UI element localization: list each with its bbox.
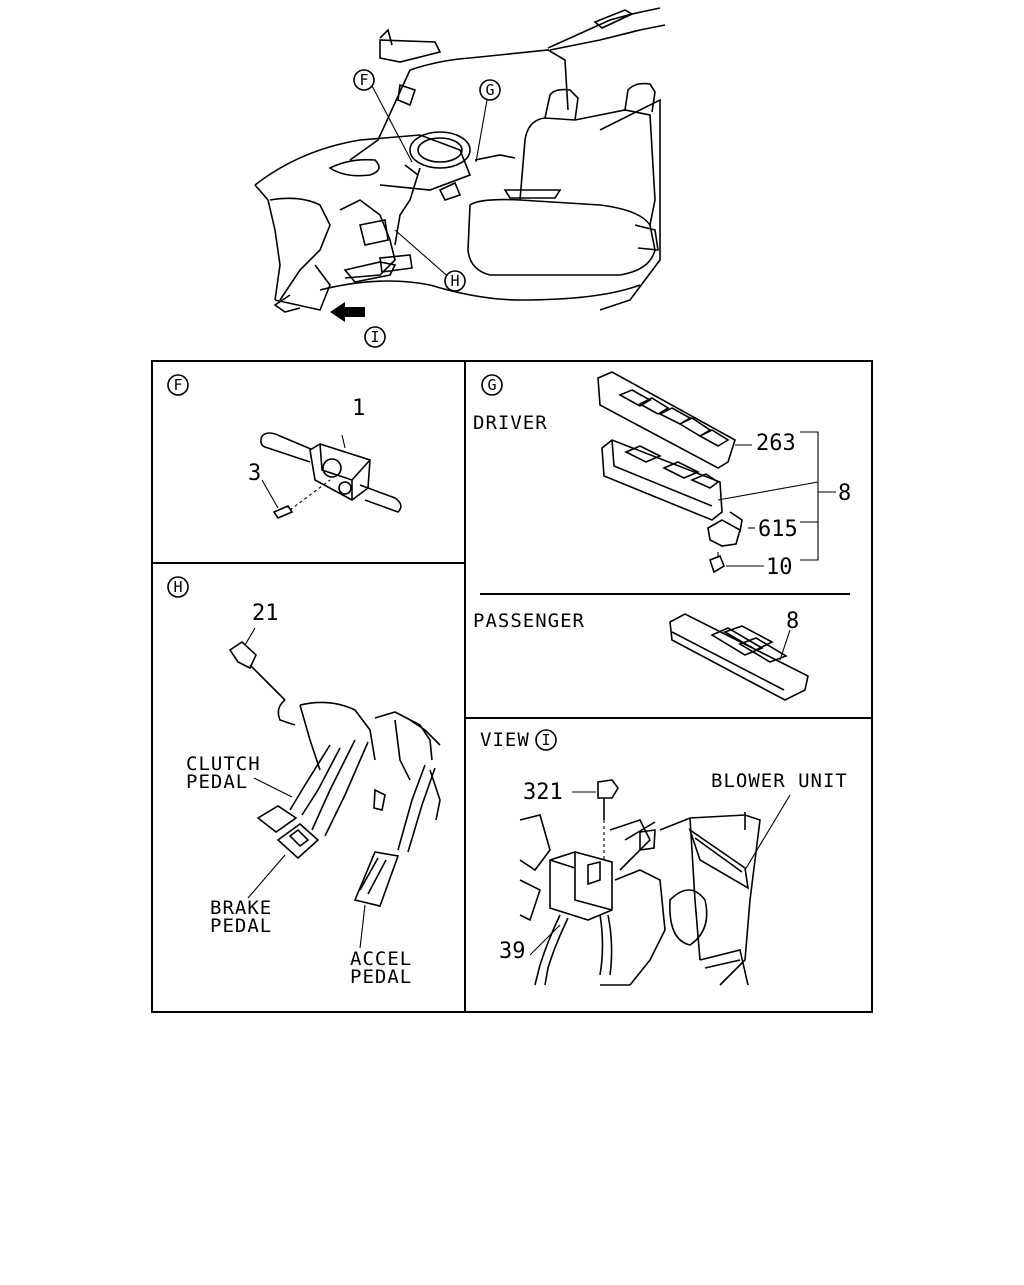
panel-h-tag: H — [173, 578, 182, 596]
combination-switch-drawing — [260, 432, 402, 519]
passenger-label: PASSENGER — [473, 610, 585, 632]
part-number-263: 263 — [756, 431, 796, 456]
pedal-assembly-drawing — [228, 627, 441, 949]
driver-window-switch-drawing — [597, 371, 836, 574]
view-tag: I — [541, 731, 550, 749]
panel-f-tag: F — [173, 376, 182, 394]
part-number-39: 39 — [499, 939, 526, 964]
callout-h-text: H — [450, 272, 459, 290]
blower-relay-drawing — [519, 779, 791, 986]
panel-g-tag: G — [487, 376, 496, 394]
callout-f-text: F — [359, 71, 368, 89]
driver-label: DRIVER — [473, 412, 548, 434]
callout-i: I — [364, 326, 386, 348]
part-number-1: 1 — [352, 396, 365, 421]
panel-i: VIEW I BLOWER UNIT 321 39 — [480, 729, 848, 986]
callout-g: G — [479, 79, 501, 101]
accel-pedal-label-line1: ACCEL — [350, 948, 412, 970]
brake-pedal-label-line1: BRAKE — [210, 897, 272, 919]
panel-h: H 21 — [167, 576, 441, 988]
accel-pedal-label-line2: PEDAL — [350, 966, 412, 988]
part-number-3: 3 — [248, 461, 261, 486]
detail-panels-frame — [151, 360, 873, 1013]
blower-unit-label: BLOWER UNIT — [711, 770, 848, 792]
part-number-615: 615 — [758, 517, 798, 542]
part-number-321: 321 — [523, 780, 563, 805]
part-number-8: 8 — [838, 481, 851, 506]
brake-pedal-label-line2: PEDAL — [210, 915, 272, 937]
panel-g: G DRIVER 263 8 — [473, 371, 851, 701]
clutch-pedal-label-line1: CLUTCH — [186, 753, 261, 775]
passenger-part-number-8: 8 — [786, 609, 799, 634]
panel-f: F 1 3 — [167, 374, 402, 519]
view-direction-arrow — [330, 302, 365, 322]
clutch-pedal-label-line2: PEDAL — [186, 771, 248, 793]
callout-g-text: G — [485, 81, 494, 99]
view-label: VIEW — [480, 729, 530, 751]
interior-overview-illustration — [254, 7, 666, 322]
callout-i-text: I — [370, 328, 379, 346]
part-number-21: 21 — [252, 601, 279, 626]
callout-f: F — [353, 69, 375, 91]
passenger-window-switch-drawing — [669, 613, 809, 701]
part-number-10: 10 — [766, 555, 793, 580]
callout-h: H — [444, 270, 466, 292]
